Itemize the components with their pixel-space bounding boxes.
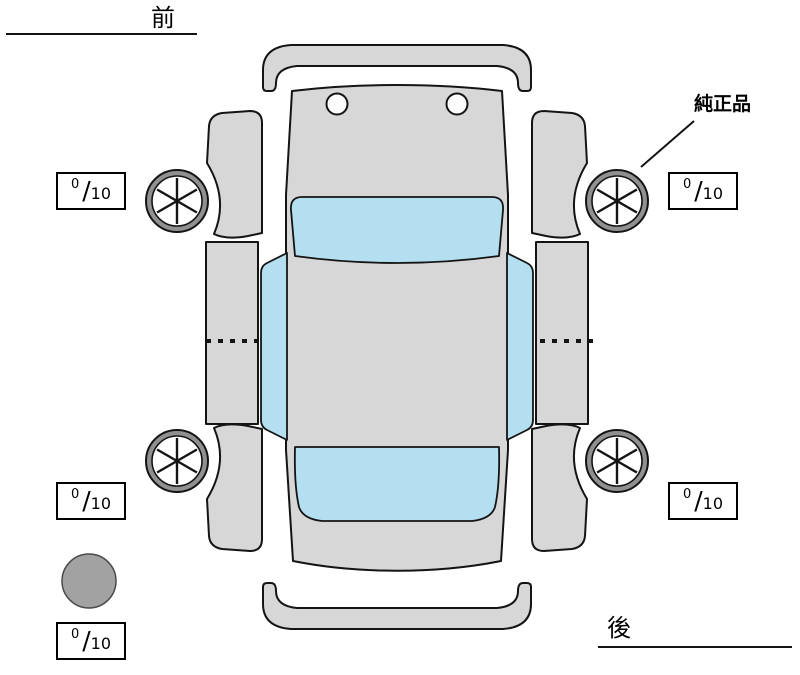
tire-score-box-rear-left: 0/10 [56,482,126,520]
windshield-glass [290,196,504,264]
tire-score-box-rear-right: 0/10 [668,482,738,520]
tire-score-box-front-right: 0/10 [668,172,738,210]
tire-edge [145,429,209,493]
tire-score-value: 0 [682,486,692,502]
hub [174,458,180,464]
rear-label: 後 [607,614,631,642]
left-door-panel [205,241,259,425]
left-front-fender [206,110,263,239]
tire-score-value: 0 [682,176,692,192]
wheel-rear-right [585,429,649,493]
genuine-part-label: 純正品 [694,93,752,115]
right-front-fender [531,110,588,239]
front-label: 前 [151,4,175,32]
spare-tire [61,553,117,609]
right-side-window-glass [506,252,534,441]
rear-bumper [262,582,532,630]
wheel-rear-left [145,429,209,493]
tire-score-max: 10 [90,634,112,653]
tire-score-slash: / [82,625,91,655]
wheel-front-left [145,169,209,233]
tire-score-value: 0 [70,626,80,642]
hub [614,458,620,464]
tire-score-max: 10 [90,494,112,513]
tire-score-value: 0 [70,486,80,502]
wheel-front-right [585,169,649,233]
tire-score-value: 0 [70,176,80,192]
tire-score-box-front-left: 0/10 [56,172,126,210]
rear-window-glass [293,446,501,522]
tire-score-max: 10 [90,184,112,203]
hood-marker-right [445,92,469,116]
tire-score-slash: / [82,485,91,515]
tire-edge [585,429,649,493]
right-rear-quarter-panel [531,423,588,552]
left-side-window-glass [260,252,288,441]
tire-score-max: 10 [702,184,724,203]
hub [174,198,180,204]
front-bumper [262,44,532,92]
tire-score-box-spare: 0/10 [56,622,126,660]
tire-edge [145,169,209,233]
hub [614,198,620,204]
tire-score-max: 10 [702,494,724,513]
tire-edge [585,169,649,233]
genuine-part-pointer-line [640,120,695,168]
tire-score-slash: / [694,485,703,515]
tire-score-slash: / [82,175,91,205]
tire-score-slash: / [694,175,703,205]
right-door-panel [535,241,589,425]
left-rear-quarter-panel [206,423,263,552]
hood-marker-left [325,92,349,116]
